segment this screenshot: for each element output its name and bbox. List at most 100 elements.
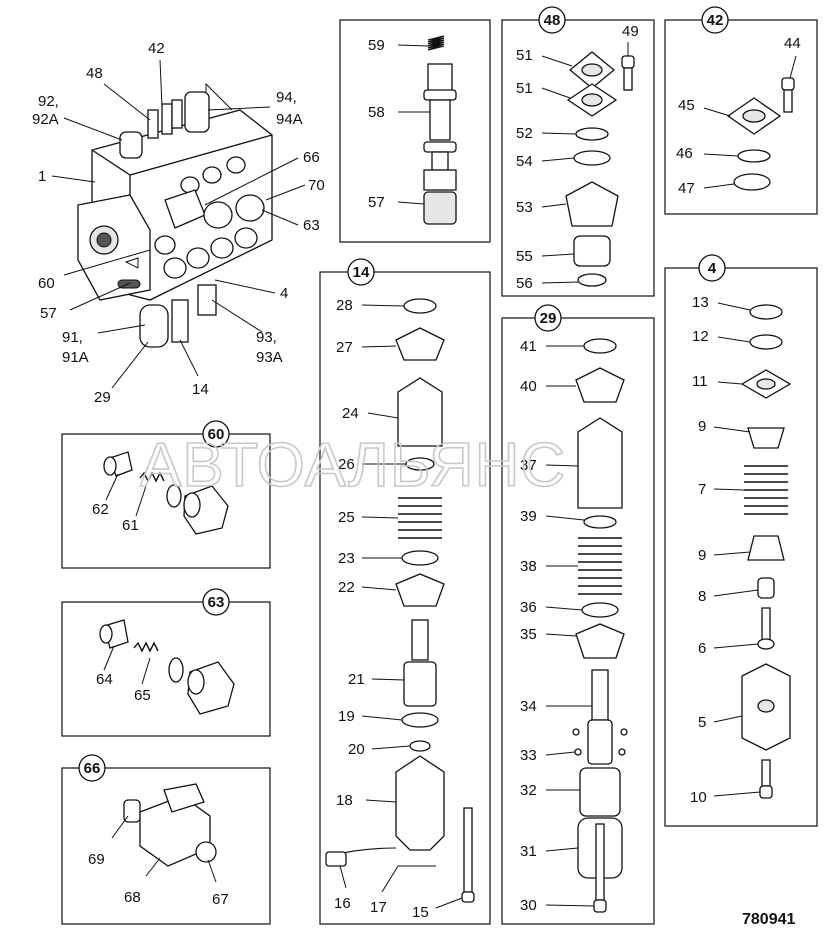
group-60: 60 62 61 xyxy=(61,420,271,569)
label-92a: 92A xyxy=(32,111,59,128)
label-51-b: 51 xyxy=(516,80,533,97)
label-67: 67 xyxy=(212,891,229,908)
label-42-main: 42 xyxy=(148,40,165,57)
label-68: 68 xyxy=(124,889,141,906)
label-27: 27 xyxy=(336,339,353,356)
label-65: 65 xyxy=(134,687,151,704)
label-44: 44 xyxy=(784,35,801,52)
group-42: 42 44 45 46 47 xyxy=(664,6,818,215)
label-11: 11 xyxy=(692,373,708,390)
label-29-main: 29 xyxy=(94,389,111,406)
label-33: 33 xyxy=(520,747,537,764)
callout-4: 4 xyxy=(708,260,717,277)
label-21: 21 xyxy=(348,671,365,688)
label-9-a: 9 xyxy=(698,418,706,435)
label-47: 47 xyxy=(678,180,695,197)
callout-42: 42 xyxy=(707,12,724,29)
label-18: 18 xyxy=(336,792,353,809)
label-94a: 94A xyxy=(276,111,303,128)
label-51-a: 51 xyxy=(516,47,533,64)
label-41: 41 xyxy=(520,338,537,355)
label-31: 31 xyxy=(520,843,537,860)
label-94: 94, xyxy=(276,89,297,106)
label-36: 36 xyxy=(520,599,537,616)
label-9-b: 9 xyxy=(698,547,706,564)
label-14-main: 14 xyxy=(192,381,209,398)
label-23: 23 xyxy=(338,550,355,567)
group-63: 63 64 65 xyxy=(61,588,271,737)
main-assembly-leaders xyxy=(51,59,306,389)
label-25: 25 xyxy=(338,509,355,526)
label-92: 92, xyxy=(38,93,59,110)
group-4: 4 13 12 11 9 7 9 8 6 5 10 xyxy=(664,254,818,827)
label-38: 38 xyxy=(520,558,537,575)
label-91a: 91A xyxy=(62,349,89,366)
label-70: 70 xyxy=(308,177,325,194)
drawing-reference-number: 780941 xyxy=(742,911,795,928)
group-14: 14 28 27 24 26 25 23 2 xyxy=(319,258,491,925)
label-34: 34 xyxy=(520,698,537,715)
label-17: 17 xyxy=(370,899,387,916)
callout-14: 14 xyxy=(353,264,370,281)
label-54: 54 xyxy=(516,153,533,170)
group-66: 66 69 68 67 xyxy=(61,754,271,925)
label-63-main: 63 xyxy=(303,217,320,234)
label-52: 52 xyxy=(516,125,533,142)
label-30: 30 xyxy=(520,897,537,914)
label-22: 22 xyxy=(338,579,355,596)
callout-66: 66 xyxy=(84,760,101,777)
label-15: 15 xyxy=(412,904,429,921)
main-assembly-labels: 92, 92A 48 42 94, 94A 66 70 1 63 60 4 57… xyxy=(32,40,325,406)
label-8: 8 xyxy=(698,588,706,605)
label-62: 62 xyxy=(92,501,109,518)
label-64: 64 xyxy=(96,671,113,688)
label-1: 1 xyxy=(38,168,46,185)
label-39: 39 xyxy=(520,508,537,525)
label-53: 53 xyxy=(516,199,533,216)
label-46: 46 xyxy=(676,145,693,162)
group-spool-57-59: 59 58 57 xyxy=(339,19,491,243)
label-7: 7 xyxy=(698,481,706,498)
label-35: 35 xyxy=(520,626,537,643)
label-93: 93, xyxy=(256,329,277,346)
label-13: 13 xyxy=(692,294,709,311)
label-45: 45 xyxy=(678,97,695,114)
label-26: 26 xyxy=(338,456,355,473)
callout-60: 60 xyxy=(208,426,225,443)
callout-48: 48 xyxy=(544,12,561,29)
label-5: 5 xyxy=(698,714,706,731)
label-91: 91, xyxy=(62,329,83,346)
label-58: 58 xyxy=(368,104,385,121)
label-69: 69 xyxy=(88,851,105,868)
label-37: 37 xyxy=(520,457,537,474)
label-59: 59 xyxy=(368,37,385,54)
label-20: 20 xyxy=(348,741,365,758)
label-12: 12 xyxy=(692,328,709,345)
label-16: 16 xyxy=(334,895,351,912)
label-40: 40 xyxy=(520,378,537,395)
label-57-main: 57 xyxy=(40,305,57,322)
label-93a: 93A xyxy=(256,349,283,366)
label-66-main: 66 xyxy=(303,149,320,166)
label-28: 28 xyxy=(336,297,353,314)
label-61: 61 xyxy=(122,517,139,534)
label-48-main: 48 xyxy=(86,65,103,82)
callout-29: 29 xyxy=(540,310,557,327)
label-56: 56 xyxy=(516,275,533,292)
label-10: 10 xyxy=(690,789,707,806)
group-29: 29 41 40 37 39 38 36 35 xyxy=(501,304,655,925)
valve-block-assembly xyxy=(77,82,273,348)
label-4-main: 4 xyxy=(280,285,288,302)
label-49: 49 xyxy=(622,23,639,40)
label-19: 19 xyxy=(338,708,355,725)
watermark-text: АВТОАЛЬЯНС xyxy=(140,431,566,500)
label-55: 55 xyxy=(516,248,533,265)
label-60-main: 60 xyxy=(38,275,55,292)
label-57-spool: 57 xyxy=(368,194,385,211)
label-24: 24 xyxy=(342,405,359,422)
group-48: 48 51 51 49 52 54 53 55 56 xyxy=(501,6,655,297)
label-6: 6 xyxy=(698,640,706,657)
callout-63: 63 xyxy=(208,594,225,611)
label-32: 32 xyxy=(520,782,537,799)
